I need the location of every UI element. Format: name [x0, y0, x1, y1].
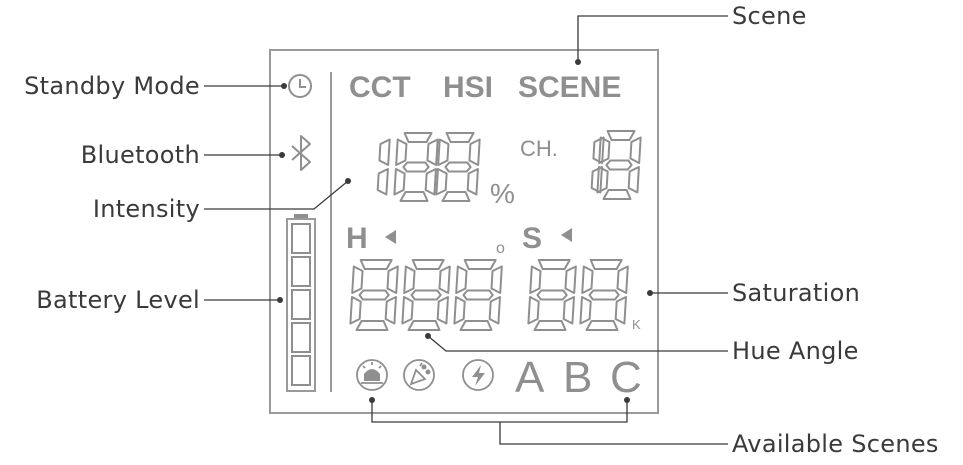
callout-scenes: Available Scenes	[732, 430, 939, 458]
intensity-unit: %	[490, 178, 515, 209]
battery-icon	[286, 214, 316, 392]
leader-lines	[204, 15, 728, 445]
clock-icon	[288, 74, 312, 98]
lower-digit-4	[579, 259, 629, 331]
battery-bars	[291, 223, 311, 386]
lower-digits	[349, 259, 629, 331]
callout-saturation: Saturation	[732, 279, 861, 307]
channel-label: CH.	[520, 136, 558, 161]
intensity-digit-0	[376, 138, 391, 196]
lcd-frame	[269, 49, 659, 414]
channel-digit-1	[596, 130, 642, 200]
leader-scene	[577, 15, 728, 62]
scene-letter-b: B	[563, 353, 592, 402]
degree-symbol: o	[496, 240, 505, 257]
leader-hue	[427, 335, 728, 352]
sat-label: S	[522, 222, 542, 255]
callout-standby: Standby Mode	[24, 72, 200, 100]
intensity-digit-1	[393, 132, 439, 202]
scene-letter-c: C	[610, 353, 642, 402]
leader-scenes-main	[499, 422, 728, 445]
channel-digit-0	[590, 136, 605, 194]
leader-intensity	[204, 180, 349, 210]
lower-digit-0	[349, 259, 399, 331]
mode-cct-label: CCT	[349, 71, 411, 104]
channel-digits	[590, 130, 642, 200]
mode-scene-label: SCENE	[518, 71, 621, 104]
leader-dots	[277, 59, 653, 403]
mode-hsi-label: HSI	[443, 71, 493, 104]
sat-arrow-icon	[561, 228, 572, 242]
callout-battery: Battery Level	[36, 286, 200, 314]
intensity-digit-2	[435, 132, 481, 202]
battery-bar	[291, 322, 311, 353]
callout-bluetooth: Bluetooth	[80, 141, 200, 169]
bluetooth-icon	[291, 135, 311, 171]
callout-hue: Hue Angle	[732, 337, 859, 365]
kelvin-unit: K	[632, 317, 641, 332]
battery-bar	[291, 256, 311, 287]
lightning-icon	[462, 359, 494, 391]
lower-digit-3	[527, 259, 577, 331]
battery-bar	[291, 289, 311, 320]
hue-arrow-icon	[385, 230, 396, 244]
scene-letter-a: A	[515, 353, 545, 402]
lower-digit-1	[401, 259, 451, 331]
callout-intensity: Intensity	[92, 195, 200, 223]
hue-label: H	[346, 222, 368, 255]
battery-bar	[291, 223, 311, 254]
party-popper-icon	[403, 359, 435, 391]
leader-scenes	[371, 400, 628, 423]
callout-scene: Scene	[732, 2, 807, 30]
intensity-digits	[376, 132, 481, 202]
siren-icon	[356, 359, 388, 391]
battery-bar	[291, 355, 311, 386]
lower-digit-2	[453, 259, 503, 331]
